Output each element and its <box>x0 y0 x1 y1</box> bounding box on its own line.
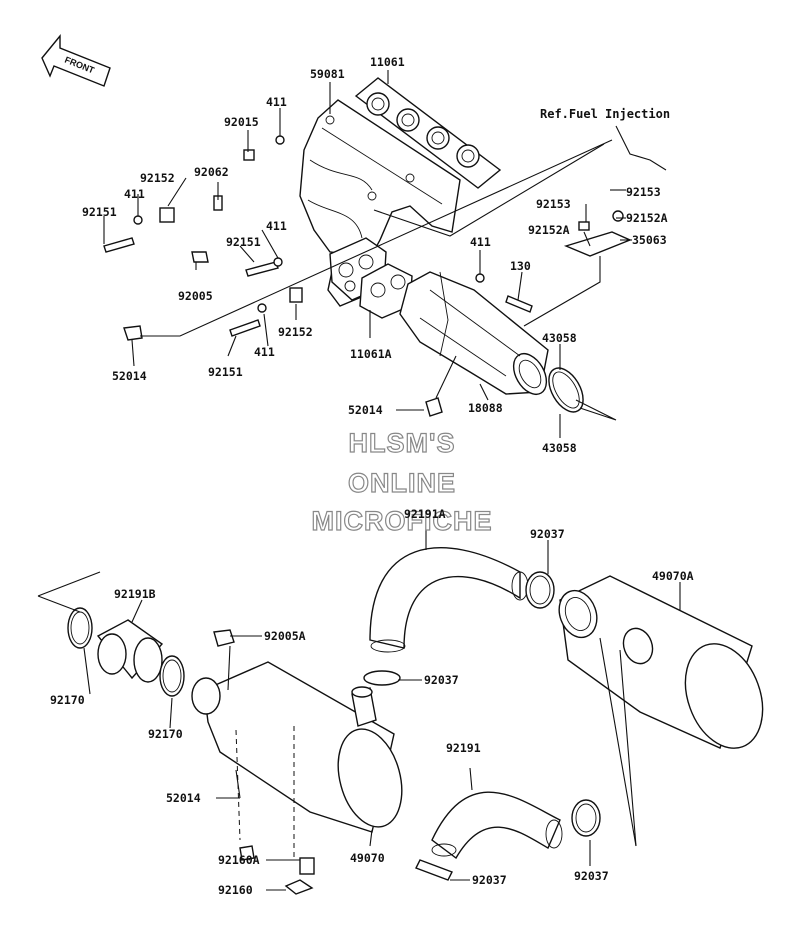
callout-label: 92015 <box>224 115 259 129</box>
callout-label: 92160A <box>218 853 260 867</box>
callout-label: 49070 <box>350 851 385 865</box>
callout-label: 43058 <box>542 441 577 455</box>
callout-label: 92151 <box>82 205 117 219</box>
front-arrow-icon: FRONT <box>41 34 111 87</box>
callout-label: 92152A <box>626 211 668 225</box>
callout-label: 18088 <box>468 401 503 415</box>
sleeve-92191B <box>96 619 164 683</box>
callout-label: 92037 <box>574 869 609 883</box>
flange-gasket <box>329 237 413 319</box>
callout-label: 92152 <box>278 325 313 339</box>
leader-lines <box>37 70 681 891</box>
fittings <box>213 629 315 895</box>
callout-label: 92153 <box>536 197 571 211</box>
callout-label: 411 <box>470 235 491 249</box>
silencer-lower <box>191 661 403 833</box>
callout-label: 411 <box>266 95 287 109</box>
callout-label: 11061 <box>370 55 405 69</box>
callout-label: 92170 <box>50 693 85 707</box>
callout-label: 35063 <box>632 233 667 247</box>
callout-label: 52014 <box>112 369 147 383</box>
callout-label: 92062 <box>194 165 229 179</box>
callout-label: 52014 <box>348 403 383 417</box>
callout-label: 92037 <box>530 527 565 541</box>
callout-label: 92160 <box>218 883 253 897</box>
callout-label: 92152A <box>528 223 570 237</box>
callout-label: 49070A <box>652 569 694 583</box>
callout-label: 59081 <box>310 67 345 81</box>
callout-label: 92151 <box>208 365 243 379</box>
callout-label: 92005A <box>264 629 306 643</box>
callout-label: 43058 <box>542 331 577 345</box>
pipe-clamp <box>548 367 584 413</box>
hose-92191 <box>431 791 563 860</box>
callout-label: 411 <box>124 187 145 201</box>
callout-label: 92037 <box>472 873 507 887</box>
hose-92191A <box>369 547 529 653</box>
callout-label: 92037 <box>424 673 459 687</box>
callout-label: 130 <box>510 259 531 273</box>
callout-label: 52014 <box>166 791 201 805</box>
callout-label: 92152 <box>140 171 175 185</box>
watermark-line-2: ONLINE <box>348 468 456 498</box>
callout-labels: 11061 59081 411 92015 92062 92152 411 92… <box>50 55 694 897</box>
hose-clamps <box>67 571 601 881</box>
fasteners <box>103 135 533 417</box>
callout-label: 92153 <box>626 185 661 199</box>
callout-label: 92005 <box>178 289 213 303</box>
callout-label: 11061A <box>350 347 392 361</box>
callout-label: 92170 <box>148 727 183 741</box>
callout-label: 92191 <box>446 741 481 755</box>
callout-label: 92191B <box>114 587 156 601</box>
callout-label: 411 <box>266 219 287 233</box>
manifold-gasket <box>354 77 502 189</box>
exhaust-pipe <box>399 271 549 395</box>
watermark: HLSM'S ONLINE MICROFICHE <box>311 427 493 536</box>
reference-label: Ref.Fuel Injection <box>540 107 670 121</box>
silencer-upper <box>558 575 764 749</box>
callout-label: 92151 <box>226 235 261 249</box>
callout-label: 92191A <box>404 507 446 521</box>
callout-label: 411 <box>254 345 275 359</box>
watermark-line-1: HLSM'S <box>349 428 456 458</box>
watermark-line-3: MICROFICHE <box>312 506 493 536</box>
